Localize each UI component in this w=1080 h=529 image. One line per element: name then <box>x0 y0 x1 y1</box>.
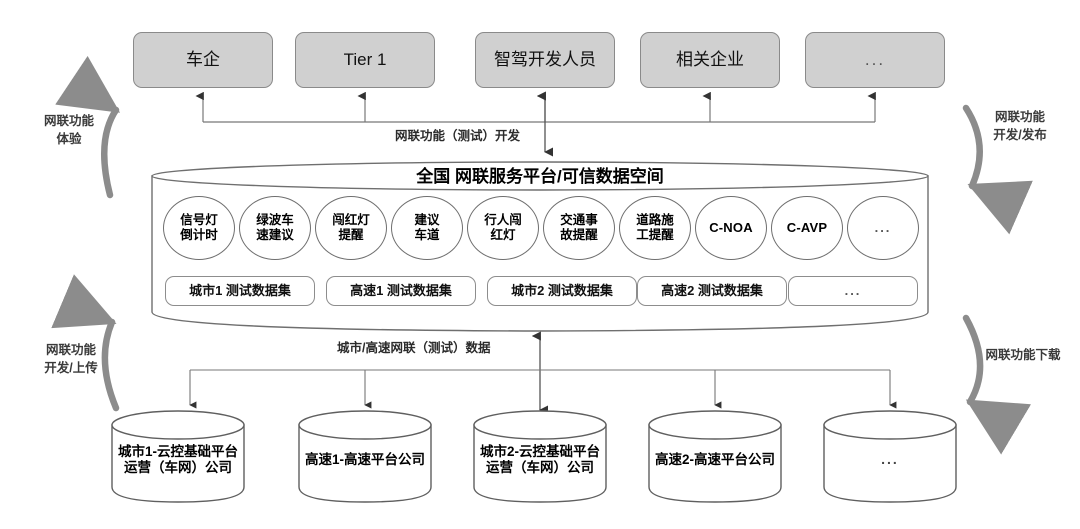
provider-label-3[interactable]: 高速2-高速平台公司 <box>654 451 775 467</box>
actor-box-2[interactable]: 智驾开发人员 <box>475 32 615 88</box>
dataset-pill-4[interactable]: ... <box>788 276 918 306</box>
dataset-pill-3[interactable]: 高速2 测试数据集 <box>637 276 787 306</box>
provider-label-4[interactable]: ... <box>881 451 899 468</box>
actor-box-1[interactable]: Tier 1 <box>295 32 435 88</box>
label-center-bottom: 城市/高速网联（测试）数据 <box>337 341 491 356</box>
service-node-0[interactable]: 信号灯倒计时 <box>163 196 235 260</box>
provider-label-1[interactable]: 高速1-高速平台公司 <box>304 451 425 467</box>
service-node-3[interactable]: 建议车道 <box>391 196 463 260</box>
cycle-arrows <box>51 55 1033 455</box>
provider-label-0[interactable]: 城市1-云控基础平台运营（车网）公司 <box>117 443 238 475</box>
actor-box-3[interactable]: 相关企业 <box>640 32 780 88</box>
annotation-left-top: 网联功能体验 <box>43 113 94 146</box>
service-node-4[interactable]: 行人闯红灯 <box>467 196 539 260</box>
service-node-5[interactable]: 交通事故提醒 <box>543 196 615 260</box>
platform-title: 全国 网联服务平台/可信数据空间 <box>416 166 664 186</box>
service-node-9[interactable]: ... <box>847 196 919 260</box>
dataset-pill-0[interactable]: 城市1 测试数据集 <box>165 276 315 306</box>
arrow-right-top <box>962 104 1033 235</box>
service-node-1[interactable]: 绿波车速建议 <box>239 196 311 260</box>
service-node-2[interactable]: 闯红灯提醒 <box>315 196 387 260</box>
actor-box-0[interactable]: 车企 <box>133 32 273 88</box>
arrow-left-top <box>55 55 121 199</box>
annotation-right-top: 网联功能开发/发布 <box>993 109 1047 142</box>
service-node-8[interactable]: C-AVP <box>771 196 843 260</box>
provider-label-2[interactable]: 城市2-云控基础平台运营（车网）公司 <box>479 443 600 475</box>
dataset-pill-2[interactable]: 城市2 测试数据集 <box>487 276 637 306</box>
actor-box-4[interactable]: ... <box>805 32 945 88</box>
label-center-top: 网联功能（测试）开发 <box>395 129 521 144</box>
arrow-right-bottom <box>962 314 1032 455</box>
dataset-pill-1[interactable]: 高速1 测试数据集 <box>326 276 476 306</box>
annotation-right-bottom: 网联功能下载 <box>985 347 1061 362</box>
provider-cylinders <box>111 410 957 503</box>
top-connector-bus <box>195 91 876 157</box>
annotation-left-bottom: 网联功能开发/上传 <box>44 342 98 375</box>
service-node-7[interactable]: C-NOA <box>695 196 767 260</box>
arrow-left-bottom <box>51 274 120 412</box>
service-node-6[interactable]: 道路施工提醒 <box>619 196 691 260</box>
bottom-connector-bus <box>189 331 897 415</box>
